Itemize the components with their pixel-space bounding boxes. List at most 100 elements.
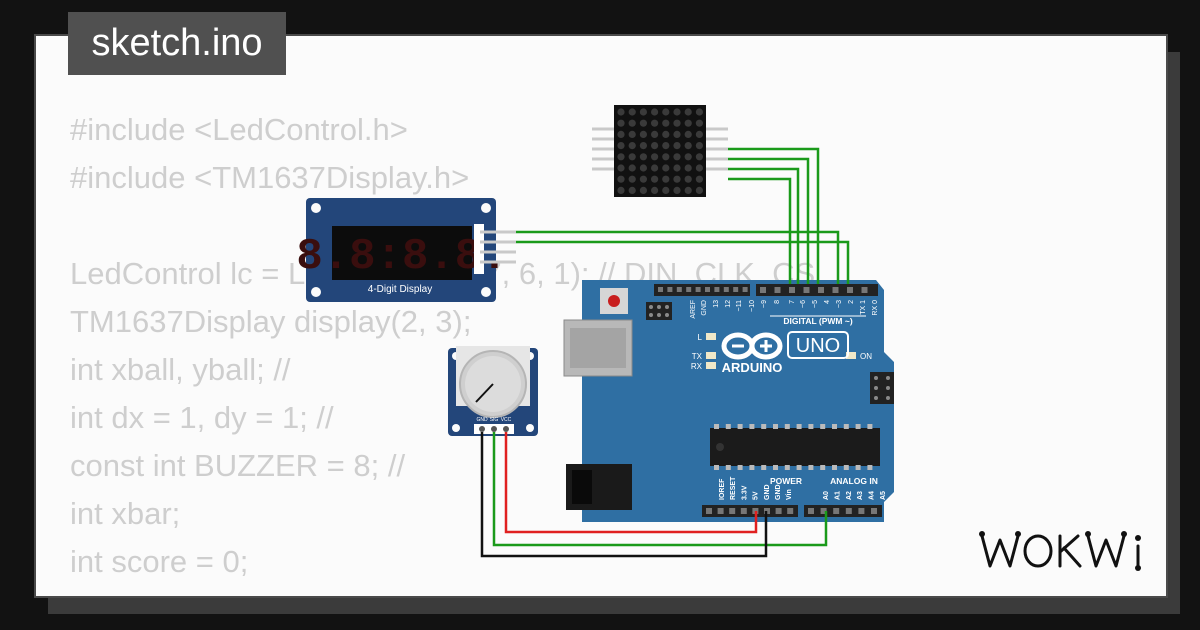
- top-pin-label: 4: [824, 300, 831, 304]
- matrix-led: [695, 186, 704, 194]
- matrix-led: [639, 108, 648, 116]
- matrix-led: [628, 119, 636, 127]
- top-pin-label: 7: [789, 300, 796, 304]
- analog-pin-label: A2: [846, 491, 853, 500]
- power-label: POWER: [770, 476, 802, 486]
- chip-pins: [714, 424, 873, 470]
- matrix-led: [617, 153, 625, 161]
- matrix-led: [617, 186, 625, 194]
- wire-pot-gnd: [480, 432, 768, 558]
- top-pin-label: ~6: [800, 300, 807, 308]
- knob-indicator: [475, 383, 494, 403]
- top-pin-label: ~11: [736, 300, 743, 311]
- arduino-model: UNO: [796, 335, 840, 357]
- matrix-led: [662, 164, 670, 172]
- matrix-led: [662, 108, 670, 116]
- top-pin-label: 2: [848, 300, 855, 304]
- wire-display-1: [516, 230, 840, 284]
- matrix-led: [673, 108, 681, 116]
- wire-pot-sig: [492, 432, 828, 547]
- analog-pin-label: A3: [857, 491, 864, 500]
- matrix-led: [639, 142, 648, 150]
- matrix-led: [673, 175, 681, 183]
- matrix-led: [651, 108, 659, 116]
- top-pin-label: ~10: [749, 300, 756, 312]
- matrix-led: [651, 130, 659, 138]
- matrix-led: [617, 130, 625, 138]
- matrix-led: [684, 119, 692, 127]
- matrix-led: [651, 119, 659, 127]
- matrix-led: [628, 153, 636, 161]
- arduino-brand: ARDUINO: [722, 360, 783, 375]
- file-title-tab[interactable]: sketch.ino: [68, 12, 286, 75]
- matrix-led: [651, 175, 659, 183]
- power-pin-label: RESET: [730, 476, 737, 500]
- matrix-led: [617, 142, 625, 150]
- pot-pin-label: GND: [476, 417, 488, 423]
- matrix-led: [695, 108, 704, 116]
- code-line: int xbar;: [70, 496, 181, 531]
- matrix-led: [695, 119, 704, 127]
- code-line: int xball, yball; //: [70, 352, 291, 387]
- led-tx-label: TX: [692, 352, 703, 361]
- matrix-led: [651, 186, 659, 194]
- matrix-led: [651, 164, 659, 172]
- top-pin-label: ~9: [761, 300, 768, 308]
- matrix-led: [617, 164, 625, 172]
- code-line: TM1637Display display(2, 3);: [70, 304, 472, 339]
- matrix-led: [639, 164, 648, 172]
- matrix-led: [662, 175, 670, 183]
- code-block: #include <LedControl.h> #include <TM1637…: [70, 106, 815, 586]
- code-line: #include <TM1637Display.h>: [70, 160, 470, 195]
- top-pin-label: ~3: [836, 300, 843, 308]
- pot-pin-label: SIG: [490, 417, 499, 423]
- matrix-led: [617, 108, 625, 116]
- bottom-header-holes: [706, 508, 877, 514]
- matrix-led: [662, 153, 670, 161]
- matrix-led: [639, 186, 648, 194]
- matrix-led: [662, 119, 670, 127]
- led-rx-label: RX: [691, 362, 703, 371]
- led-l-label: L: [698, 333, 703, 342]
- matrix-led: [673, 164, 681, 172]
- power-pin-label: GND: [764, 484, 771, 500]
- matrix-led: [617, 119, 625, 127]
- matrix-led: [673, 186, 681, 194]
- top-pin-label: TX 1: [860, 300, 867, 315]
- code-line: #include <LedControl.h>: [70, 112, 408, 147]
- wire-matrix-2: [728, 157, 810, 284]
- matrix-led: [639, 175, 648, 183]
- matrix-led: [628, 130, 636, 138]
- pot-pin-label: VCC: [501, 417, 512, 423]
- matrix-led: [617, 175, 625, 183]
- matrix-led: [628, 175, 636, 183]
- arduino-infinity-icon: [721, 332, 783, 360]
- matrix-led: [639, 130, 648, 138]
- analog-label: ANALOG IN: [830, 476, 878, 486]
- wires: [480, 147, 850, 558]
- matrix-led: [628, 186, 636, 194]
- matrix-led: [684, 186, 692, 194]
- wokwi-logo: [979, 531, 1141, 571]
- matrix-led: [695, 142, 704, 150]
- led-matrix[interactable]: [592, 105, 728, 197]
- matrix-led: [684, 108, 692, 116]
- analog-pin-label: A0: [823, 491, 830, 500]
- power-pin-label: IOREF: [719, 478, 726, 500]
- top-pin-label: RX 0: [872, 300, 879, 316]
- analog-pin-label: A1: [834, 491, 841, 500]
- matrix-led: [673, 142, 681, 150]
- matrix-led: [662, 142, 670, 150]
- matrix-led: [695, 164, 704, 172]
- top-pin-label: 13: [713, 300, 720, 308]
- wire-matrix-4: [728, 177, 792, 284]
- matrix-led: [628, 142, 636, 150]
- seg-display-module[interactable]: 8.8:8.8. 4-Digit Display: [296, 198, 516, 302]
- power-pin-label: 5V: [753, 491, 760, 500]
- analog-pin-label: A4: [869, 491, 876, 500]
